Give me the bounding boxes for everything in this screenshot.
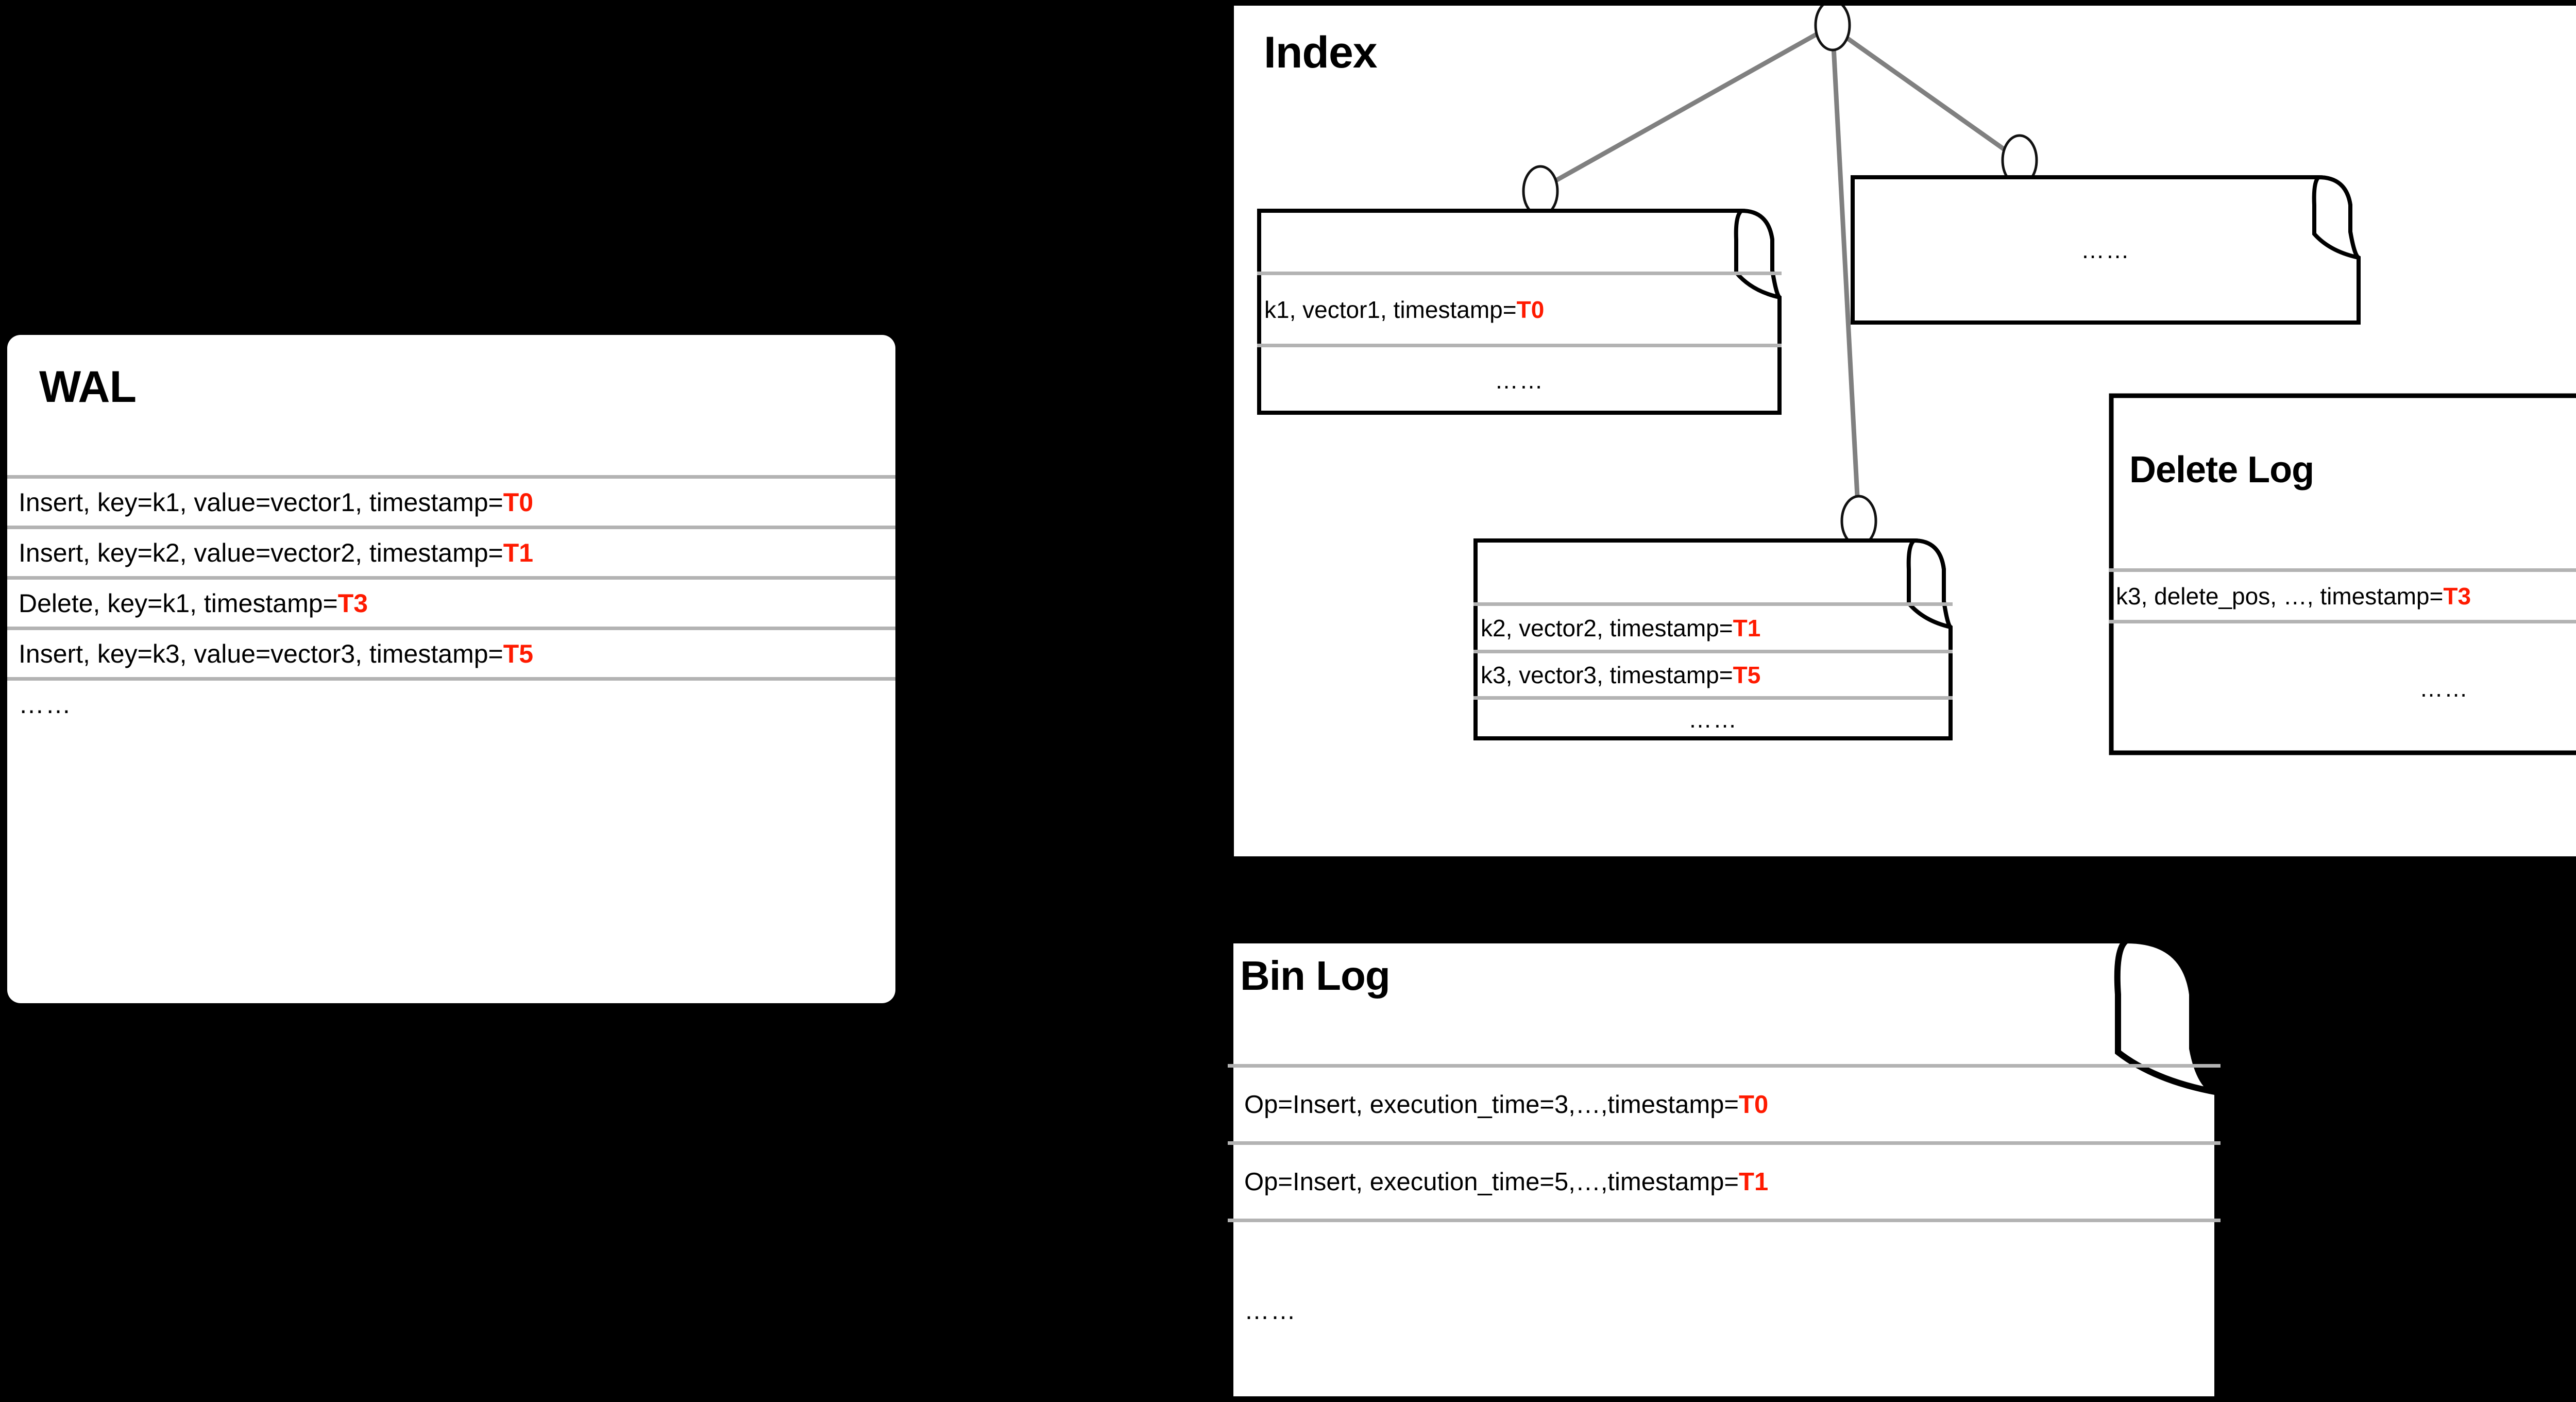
bin-log-row-text: Op=Insert, execution_time=5,…,timestamp=	[1244, 1168, 1739, 1196]
bin-log-row: Op=Insert, execution_time=5,…,timestamp=…	[1228, 1141, 2221, 1219]
bin-log-row-text: Op=Insert, execution_time=3,…,timestamp=	[1244, 1090, 1739, 1119]
wal-row: ……	[7, 677, 895, 728]
delete-log-row: ……	[2109, 620, 2576, 753]
wal-row: Insert, key=k2, value=vector2, timestamp…	[7, 526, 895, 576]
delete-log-card: Delete Log k3, delete_pos, …, timestamp=…	[2109, 393, 2576, 755]
wal-row-timestamp: T0	[503, 487, 534, 517]
tree-edge-root-right	[1836, 29, 2021, 162]
note-shape-icon	[1851, 175, 2361, 325]
wal-row: Insert, key=k3, value=vector3, timestamp…	[7, 627, 895, 677]
bin-log-card: Bin Log Op=Insert, execution_time=3,…,ti…	[1228, 938, 2221, 1402]
leaf-row-timestamp: T1	[1733, 614, 1761, 641]
leaf-row-timestamp: T5	[1733, 661, 1761, 688]
wal-row-text: Delete, key=k1, timestamp=	[19, 588, 338, 618]
bin-log-row-timestamp: T0	[1739, 1090, 1769, 1119]
leaf-row-text: k3, vector3, timestamp=	[1481, 661, 1733, 688]
delete-log-row: k3, delete_pos, …, timestamp= T3	[2109, 568, 2576, 620]
leaf-row-text: ……	[1495, 366, 1544, 394]
delete-log-row-timestamp: T3	[2443, 582, 2471, 610]
wal-row-text: Insert, key=k1, value=vector1, timestamp…	[19, 487, 503, 517]
bin-log-row-text: ……	[1244, 1297, 1297, 1325]
note-shape-icon	[2109, 393, 2576, 755]
note-shape-icon	[1228, 938, 2221, 1402]
leaf-row: ……	[1257, 344, 1782, 413]
leaf-row-text: ……	[1688, 705, 1738, 733]
leaf-row: k3, vector3, timestamp= T5	[1473, 650, 1953, 696]
wal-title: WAL	[39, 362, 137, 412]
wal-row-timestamp: T1	[503, 538, 534, 567]
index-panel: Index k1, vector1, timestamp= T0 ……	[1234, 6, 2576, 856]
tree-edge-root-left	[1540, 23, 1834, 191]
bin-log-title: Bin Log	[1240, 953, 1391, 999]
delete-log-row-text: k3, delete_pos, …, timestamp=	[2116, 582, 2444, 610]
wal-row-timestamp: T5	[503, 639, 534, 668]
wal-row: Delete, key=k1, timestamp= T3	[7, 576, 895, 627]
leaf-card-k2-k3: k2, vector2, timestamp= T1 k3, vector3, …	[1473, 538, 1953, 740]
leaf-row: k1, vector1, timestamp= T0	[1257, 272, 1782, 344]
wal-row-text: ……	[19, 689, 72, 719]
index-title: Index	[1264, 28, 1378, 77]
leaf-row-text: k2, vector2, timestamp=	[1481, 614, 1733, 641]
leaf-row: ……	[1851, 216, 2361, 283]
leaf-card-ellipsis: ……	[1851, 175, 2361, 325]
delete-log-row-text: ……	[2419, 674, 2469, 702]
note-shape-icon	[1257, 209, 1782, 415]
bin-log-row: ……	[1228, 1219, 2221, 1399]
wal-row-timestamp: T3	[337, 588, 368, 618]
wal-row-text: Insert, key=k2, value=vector2, timestamp…	[19, 538, 503, 567]
delete-log-title: Delete Log	[2129, 449, 2314, 491]
leaf-row: k2, vector2, timestamp= T1	[1473, 602, 1953, 650]
tree-node-root	[1814, 6, 1851, 52]
wal-panel: WAL Insert, key=k1, value=vector1, times…	[7, 335, 895, 1003]
bin-log-row-timestamp: T1	[1739, 1168, 1769, 1196]
wal-row-text: Insert, key=k3, value=vector3, timestamp…	[19, 639, 503, 668]
leaf-row-text: k1, vector1, timestamp=	[1264, 296, 1517, 323]
wal-row: Insert, key=k1, value=vector1, timestamp…	[7, 475, 895, 526]
leaf-row-timestamp: T0	[1516, 296, 1545, 323]
leaf-row: ……	[1473, 696, 1953, 738]
bin-log-row: Op=Insert, execution_time=3,…,timestamp=…	[1228, 1064, 2221, 1141]
leaf-card-k1: k1, vector1, timestamp= T0 ……	[1257, 209, 1782, 415]
leaf-row-text: ……	[2081, 237, 2130, 263]
